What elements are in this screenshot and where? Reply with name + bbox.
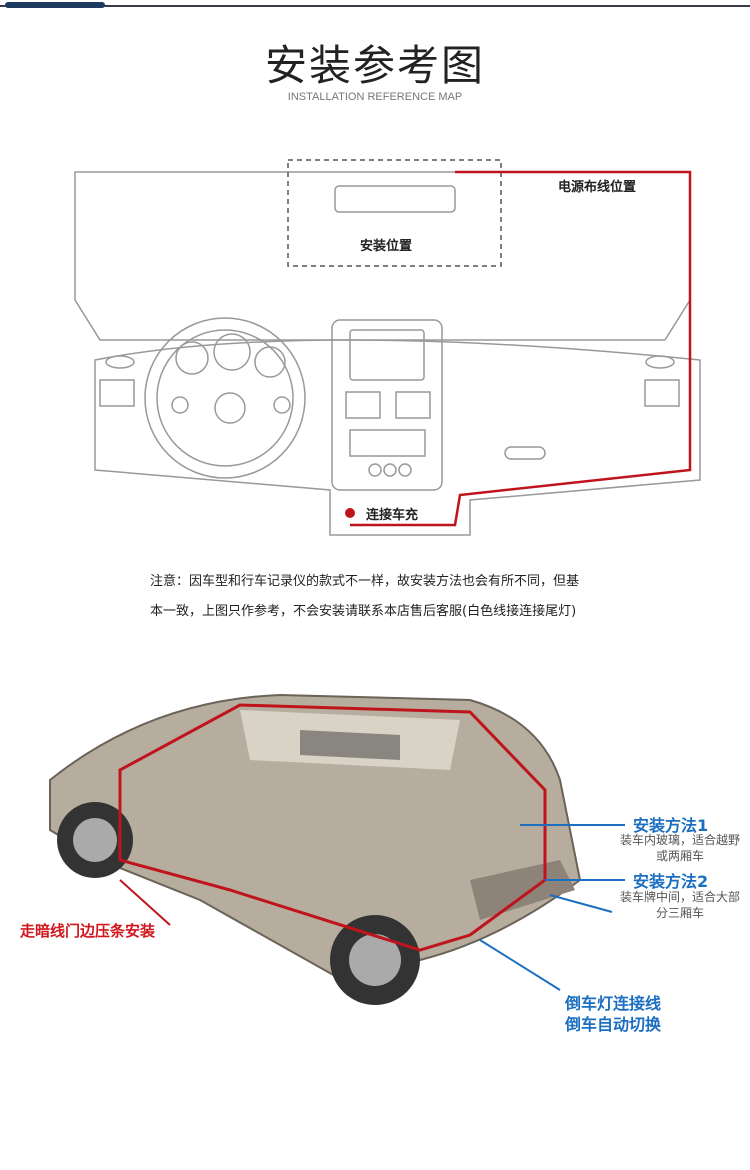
reverse-line-label-2: 倒车自动切换 <box>565 1015 662 1034</box>
method1-desc: 装车内玻璃，适合越野或两厢车 <box>610 832 750 864</box>
car-charger-label: 连接车充 <box>366 508 419 523</box>
method2-desc: 装车牌中间，适合大部分三厢车 <box>610 889 750 921</box>
top-accent-bar <box>5 2 105 8</box>
method1-desc-line1: 装车内玻璃，适合越野 <box>619 833 740 847</box>
top-divider <box>0 5 750 7</box>
dashboard-diagram <box>74 159 701 536</box>
page-subtitle: INSTALLATION REFERENCE MAP <box>287 91 463 103</box>
reverse-line-label-1: 倒车灯连接线 <box>565 994 662 1013</box>
page-title: 安装参考图 <box>264 41 485 90</box>
method1-title: 安装方法1 <box>633 816 709 835</box>
car-cutaway-diagram <box>49 693 625 1005</box>
door-seal-label: 走暗线门边压条安装 <box>20 922 156 940</box>
note-line-2: 本一致，上图只作参考，不会安装请联系本店售后客服(白色线接连接尾灯) <box>150 604 577 619</box>
method2-desc-line1: 装车牌中间，适合大部 <box>619 890 740 904</box>
method1-desc-line2: 或两厢车 <box>655 849 704 863</box>
power-route-label: 电源布线位置 <box>558 180 637 195</box>
note-line-1: 注意：因车型和行车记录仪的款式不一样，故安装方法也会有所不同，但基 <box>150 574 580 589</box>
install-position-label: 安装位置 <box>360 239 413 254</box>
method2-desc-line2: 分三厢车 <box>655 906 704 920</box>
method2-title: 安装方法2 <box>633 872 709 891</box>
